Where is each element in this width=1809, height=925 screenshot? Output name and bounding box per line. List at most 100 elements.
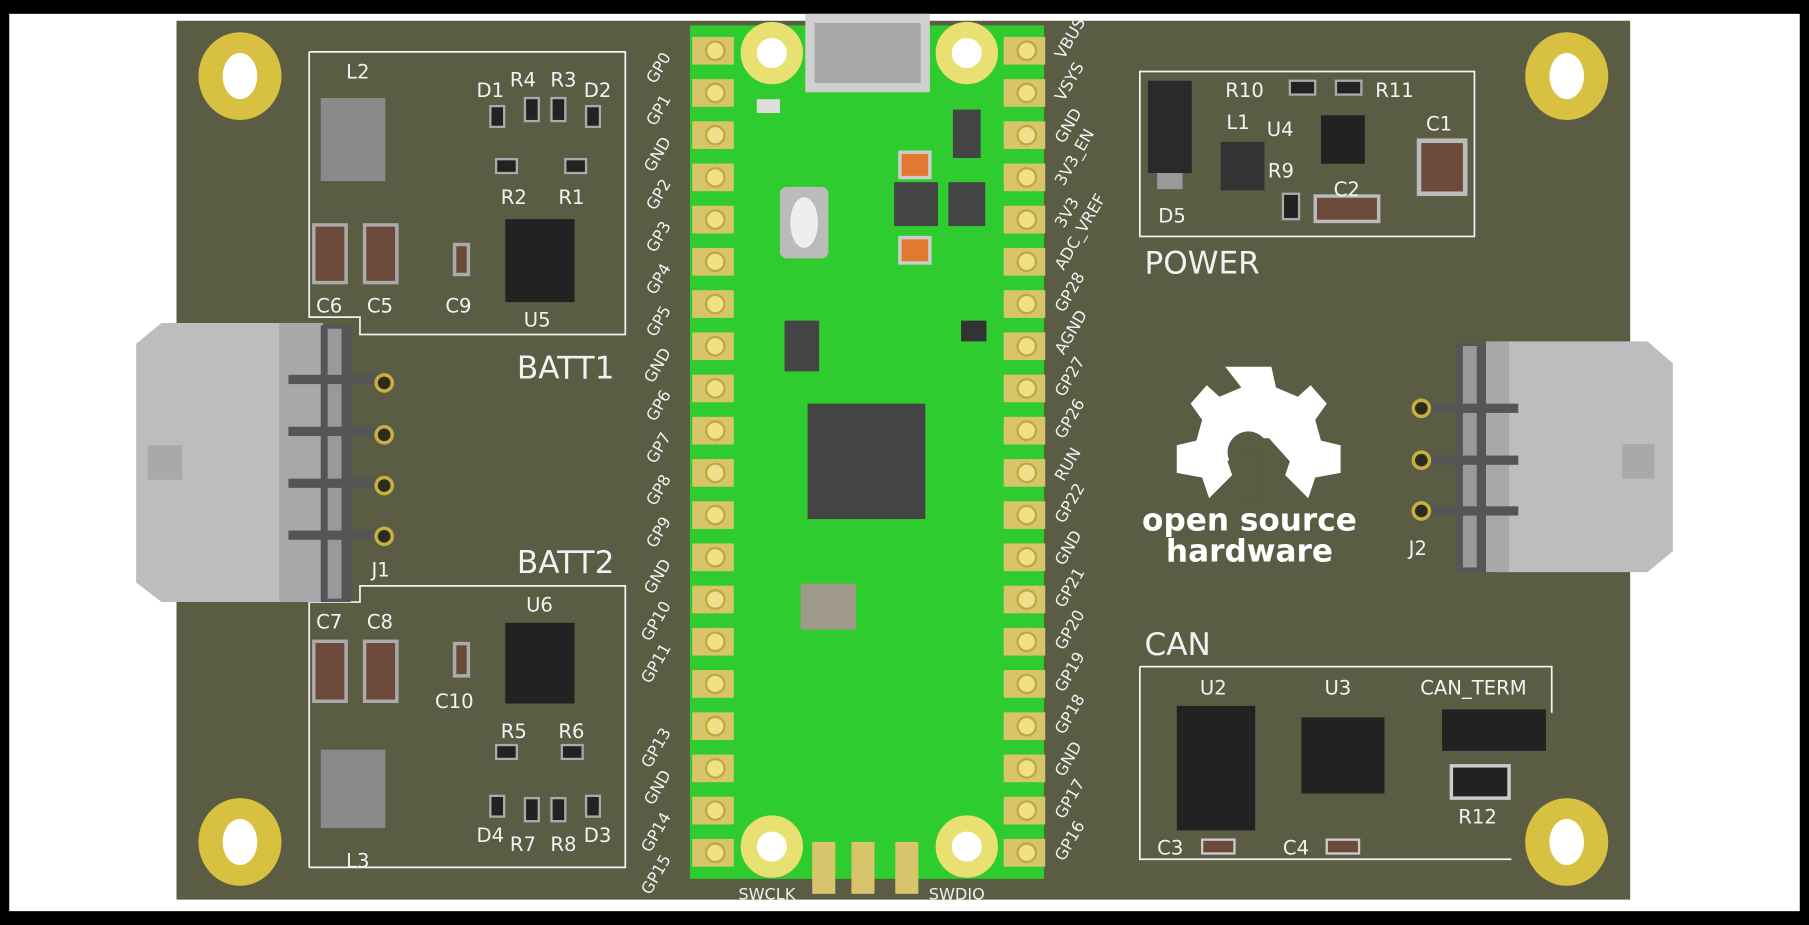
ref-d5: D5: [1158, 205, 1186, 228]
oshw-logo-line1: open source: [1142, 503, 1357, 539]
pin-pad-left: [692, 501, 734, 529]
pin-pad-left: [692, 79, 734, 107]
ref-d1: D1: [476, 79, 504, 102]
ref-c4: C4: [1283, 837, 1309, 860]
ref-r5: R5: [501, 720, 527, 743]
ref-r4: R4: [510, 69, 536, 92]
ref-r12: R12: [1458, 806, 1497, 829]
pin-pad-left: [692, 416, 734, 445]
pin-pad-left: [692, 36, 734, 65]
pin-pad-left: [692, 754, 734, 783]
ref-r7: R7: [510, 833, 536, 856]
pin-pad-left: [692, 838, 734, 867]
pin-pad-left: [692, 796, 734, 825]
ref-c8: C8: [367, 611, 393, 634]
pin-pad-left: [692, 374, 734, 403]
pin-pad-right: [1003, 585, 1046, 614]
pin-pad-left: [692, 332, 734, 361]
ref-c5: C5: [367, 295, 393, 318]
mounting-hole: [198, 32, 282, 120]
pin-pad-right: [1003, 838, 1046, 867]
ref-c10: C10: [435, 690, 474, 713]
pin-pad-right: [1003, 121, 1046, 150]
pin-pad-left: [692, 121, 734, 150]
pin-pad-left: [692, 290, 734, 318]
ref-c7: C7: [316, 611, 342, 634]
pin-pad-right: [1003, 332, 1046, 361]
pin-pad-left: [692, 205, 734, 234]
ref-l2: L2: [346, 60, 369, 83]
ref-j1: J1: [369, 559, 389, 582]
ref-u3: U3: [1324, 676, 1351, 699]
can-components: [1176, 705, 1546, 855]
ref-r11: R11: [1375, 79, 1414, 102]
ref-l1: L1: [1226, 111, 1249, 134]
ref-d2: D2: [584, 79, 612, 102]
swd-pads: [812, 841, 919, 894]
ref-r10: R10: [1225, 79, 1264, 102]
pin-pad-right: [1003, 374, 1046, 403]
pin-pad-right: [1003, 290, 1046, 318]
pico-module: [689, 13, 1045, 879]
ref-u2: U2: [1200, 676, 1227, 699]
ref-c2: C2: [1334, 178, 1360, 201]
ref-designators: L2 D1 R4 R3 D2 R2 R1 C6 C5 C9 U5 J1 C7 C…: [316, 60, 1527, 903]
pin-pad-left: [692, 712, 734, 740]
oshw-logo: open source hardware: [1142, 366, 1357, 570]
pin-pad-right: [1003, 501, 1046, 529]
j1-connector: [136, 322, 394, 603]
mounting-hole: [198, 798, 282, 886]
section-can: CAN: [1144, 627, 1210, 663]
ref-d3: D3: [584, 824, 612, 847]
ref-r6: R6: [558, 720, 584, 743]
section-batt1: BATT1: [517, 350, 615, 386]
pin-pad-left: [692, 247, 734, 276]
ref-l3: L3: [346, 849, 369, 872]
pin-pad-right: [1003, 205, 1046, 234]
pin-pad-right: [1003, 754, 1046, 783]
power-components: [1147, 79, 1468, 224]
pin-pad-right: [1003, 712, 1046, 740]
ref-can-term: CAN_TERM: [1420, 676, 1527, 699]
pin-pad-right: [1003, 247, 1046, 276]
mounting-holes: [198, 32, 1609, 886]
pin-pad-left: [692, 670, 734, 698]
ref-c6: C6: [316, 295, 342, 318]
mounting-hole: [1525, 32, 1609, 120]
pin-pad-right: [1003, 163, 1046, 192]
ref-c1: C1: [1426, 112, 1452, 135]
ref-c9: C9: [445, 295, 471, 318]
pin-pad-left: [692, 543, 734, 572]
ref-r2: R2: [501, 186, 527, 209]
pin-pad-right: [1003, 36, 1046, 65]
pin-pad-right: [1003, 796, 1046, 825]
ref-u6: U6: [526, 593, 553, 616]
pin-pad-left: [692, 163, 734, 192]
j2-connector: [1411, 341, 1673, 573]
pin-pad-right: [1003, 416, 1046, 445]
pin-pad-right: [1003, 543, 1046, 572]
ref-j2: J2: [1407, 537, 1427, 560]
pin-pad-right: [1003, 79, 1046, 107]
pin-pad-left: [692, 627, 734, 656]
ref-r3: R3: [550, 69, 576, 92]
pin-pad-right: [1003, 459, 1046, 487]
pin-pad-right: [1003, 627, 1046, 656]
ref-r8: R8: [550, 833, 576, 856]
ref-r9: R9: [1268, 160, 1294, 183]
ref-d4: D4: [476, 824, 504, 847]
pin-pad-left: [692, 585, 734, 614]
pin-pad-right: [1003, 670, 1046, 698]
ref-r1: R1: [558, 186, 584, 209]
ref-u5: U5: [524, 308, 551, 331]
mounting-hole: [1525, 798, 1609, 886]
pin-pad-left: [692, 459, 734, 487]
batt-components: [312, 96, 602, 829]
ref-c3: C3: [1157, 837, 1183, 860]
section-power: POWER: [1144, 245, 1259, 281]
oshw-logo-line2: hardware: [1166, 534, 1333, 570]
ref-swclk: SWCLK: [738, 885, 795, 904]
section-batt2: BATT2: [517, 545, 615, 581]
ref-u4: U4: [1267, 118, 1294, 141]
